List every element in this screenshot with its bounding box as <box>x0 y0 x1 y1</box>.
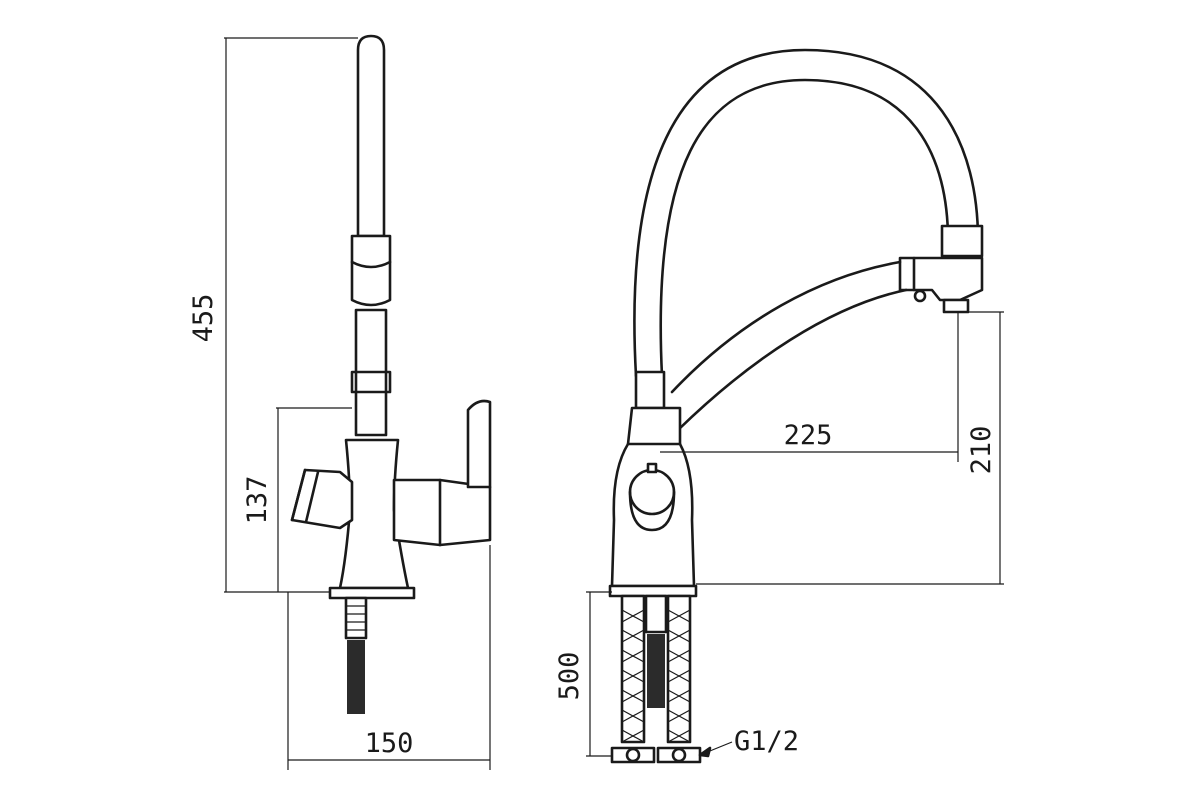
dimension-total-height: 455 <box>188 294 219 343</box>
dimension-lever-reach: 150 <box>365 728 414 759</box>
front-spout-arc <box>633 48 980 378</box>
dimension-hose-length: 500 <box>554 652 585 701</box>
front-filter-knob <box>628 468 676 516</box>
front-spout-head <box>940 224 984 258</box>
side-base-plate <box>328 586 416 600</box>
front-view: 225 210 500 G1/2 <box>554 48 1004 764</box>
side-supply-hose <box>347 640 365 714</box>
side-lever-blade <box>466 399 492 489</box>
side-spout-collar <box>350 234 392 307</box>
dimension-spout-height: 210 <box>966 426 997 475</box>
side-view: 455 137 150 <box>188 34 492 770</box>
front-base-plate <box>608 584 698 598</box>
front-supply-hoses <box>610 594 702 764</box>
dimension-body-height: 137 <box>242 476 273 525</box>
side-lever <box>392 478 492 547</box>
dimension-spout-reach: 225 <box>784 420 833 451</box>
thread-spec-label: G1/2 <box>734 726 799 757</box>
side-filter-handle <box>290 468 354 530</box>
side-spout-tube <box>356 34 386 238</box>
front-spout-nozzle <box>898 256 984 302</box>
front-filter-spout <box>670 260 902 394</box>
